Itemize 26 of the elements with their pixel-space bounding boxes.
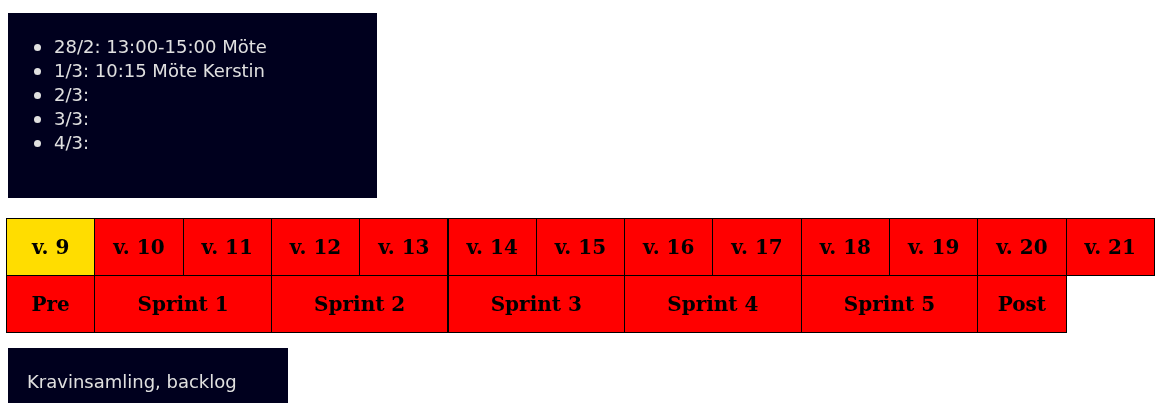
phase-cell: Sprint 3: [447, 275, 626, 333]
list-item: 28/2: 13:00-15:00 Möte: [54, 36, 267, 57]
phase-cell: Pre: [6, 275, 96, 333]
week-cell: v. 12: [270, 218, 361, 276]
week-cell: v. 15: [535, 218, 626, 276]
list-item: 1/3: 10:15 Möte Kerstin: [54, 60, 265, 81]
phase-cell: Sprint 2: [270, 275, 449, 333]
phase-cell: Sprint 4: [624, 275, 802, 333]
list-item: 2/3:: [54, 84, 90, 105]
week-cell: v. 11: [182, 218, 272, 276]
week-cell: v. 18: [800, 218, 890, 276]
phase-cell: Post: [977, 275, 1067, 333]
week-cell: v. 14: [447, 218, 537, 276]
note-text: Kravinsamling, backlog: [27, 371, 237, 392]
week-cell: v. 9: [6, 218, 96, 276]
list-item: 4/3:: [54, 132, 90, 153]
list-item: 3/3:: [54, 108, 90, 129]
week-cell: v. 13: [359, 218, 449, 276]
phase-cell: Sprint 1: [94, 275, 272, 333]
week-cell: v. 10: [94, 218, 184, 276]
week-cell: v. 21: [1065, 218, 1155, 276]
week-cell: v. 20: [977, 218, 1067, 276]
week-cell: v. 16: [624, 218, 714, 276]
week-cell: v. 19: [889, 218, 979, 276]
week-cell: v. 17: [712, 218, 802, 276]
phase-cell: Sprint 5: [800, 275, 979, 333]
